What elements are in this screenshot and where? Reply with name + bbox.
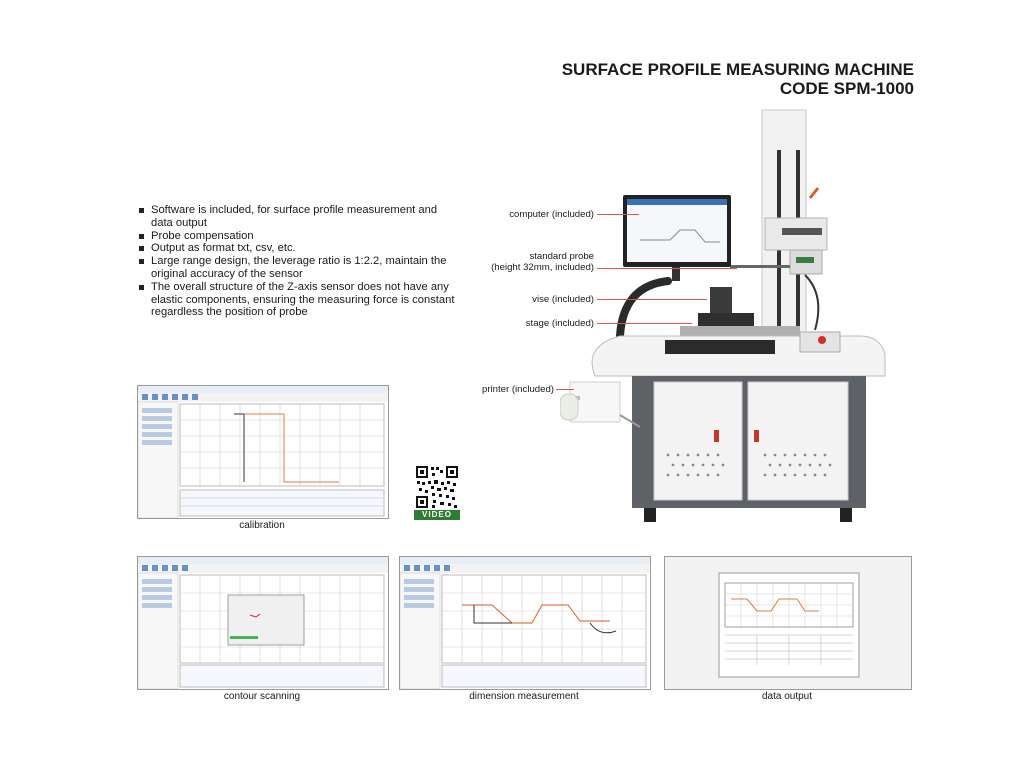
caption-dimension-measurement: dimension measurement <box>469 691 579 702</box>
feature-item: Probe compensation <box>138 230 458 243</box>
feature-list: Software is included, for surface profil… <box>138 204 458 319</box>
machine-illustration <box>560 109 886 522</box>
qr-code[interactable]: VIDEO <box>414 464 460 520</box>
screenshot-dimension-measurement <box>399 556 651 690</box>
video-badge: VIDEO <box>414 510 460 520</box>
product-code: CODE SPM-1000 <box>779 79 914 98</box>
callout-leader <box>597 214 639 215</box>
qr-code-icon <box>414 464 460 510</box>
callout-probe: standard probe (height 32mm, included) <box>460 251 594 273</box>
callout-leader <box>556 389 574 390</box>
caption-data-output: data output <box>761 691 813 702</box>
caption-calibration: calibration <box>239 520 285 531</box>
caption-contour-scanning: contour scanning <box>223 691 301 702</box>
page-title: SURFACE PROFILE MEASURING MACHINE CODE S… <box>480 60 914 98</box>
feature-item: Software is included, for surface profil… <box>138 204 458 230</box>
screenshot-contour-scanning <box>137 556 389 690</box>
screenshot-data-output <box>664 556 912 690</box>
callout-vise: vise (included) <box>532 294 594 305</box>
feature-item: Output as format txt, csv, etc. <box>138 242 458 255</box>
feature-item: Large range design, the leverage ratio i… <box>138 255 458 281</box>
feature-item: The overall structure of the Z-axis sens… <box>138 281 458 319</box>
callout-leader <box>597 299 707 300</box>
callout-probe-line1: standard probe <box>529 251 594 262</box>
product-title: SURFACE PROFILE MEASURING MACHINE <box>561 60 914 79</box>
callout-computer: computer (included) <box>509 209 594 220</box>
callout-printer: printer (included) <box>482 384 554 395</box>
callout-leader <box>597 323 692 324</box>
callout-stage: stage (included) <box>525 318 594 329</box>
callout-probe-line2: (height 32mm, included) <box>491 262 594 273</box>
callout-leader <box>597 268 737 269</box>
screenshot-calibration <box>137 385 389 519</box>
